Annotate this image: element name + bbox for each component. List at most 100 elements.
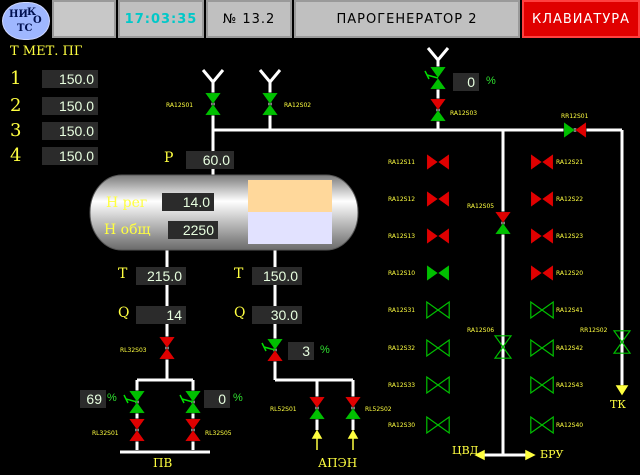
pv-outlet: ПВ (153, 456, 173, 470)
valve-label-ra12s11: RA12S11 (388, 159, 416, 166)
top-reg-percent: 0 (453, 73, 479, 91)
valve-ra12s30[interactable] (426, 415, 450, 435)
h-total-value: 2250 (168, 221, 218, 239)
valve-label-ra12s03: RA12S03 (450, 110, 478, 117)
valve-label-ra12s30: RA12S30 (388, 422, 416, 429)
keyboard-button[interactable]: КЛАВИАТУРА (522, 0, 640, 38)
pv-left-percent-unit: % (107, 392, 117, 404)
valve-rr12s02[interactable] (612, 330, 632, 354)
valve-ra12s22[interactable] (530, 190, 554, 208)
right-q-value: 30.0 (252, 306, 302, 324)
valve-label-ra12s41: RA12S41 (556, 307, 584, 314)
valve-label-rl32s01: RL32S01 (92, 430, 119, 437)
valve-ra12s42[interactable] (530, 338, 554, 358)
pv-right-percent: 0 (204, 390, 230, 408)
valve-ra12s33[interactable] (426, 375, 450, 395)
valve-ra12s03[interactable] (429, 98, 447, 122)
valve-label-rl52s02: RL52S02 (365, 406, 392, 413)
valve-label-ra12s20: RA12S20 (556, 270, 584, 277)
valve-ra12s02[interactable] (261, 92, 279, 116)
metal-temp-title: Т МЕТ. ПГ (10, 44, 83, 59)
valve-label-ra12s01: RA12S01 (166, 102, 194, 109)
valve-label-ra12s12: RA12S12 (388, 196, 416, 203)
right-t-value: 150.0 (252, 267, 302, 285)
valve-rr12s01[interactable] (563, 121, 587, 139)
valve-rl32s05[interactable] (184, 418, 202, 442)
logo-text-1: НИ (9, 9, 28, 20)
valve-label-ra12s32: RA12S32 (388, 345, 416, 352)
left-q-value: 14 (136, 306, 186, 324)
logo-text-2: ТС (17, 23, 33, 34)
pressure-label: Р (164, 150, 174, 166)
valve-ra12s11[interactable] (426, 153, 450, 171)
h-total-label: Н общ (104, 222, 151, 238)
valve-label-ra12s21: RA12S21 (556, 159, 584, 166)
pv-right-percent-unit: % (233, 392, 243, 404)
valve-label-ra12s06: RA12S06 (467, 327, 495, 334)
logo-text-k: К (27, 7, 37, 18)
logo-text-o: О (33, 15, 42, 26)
h-reg-label: Н рег (106, 195, 148, 211)
valve-ra12s40[interactable] (530, 415, 554, 435)
clock-display: 17:03:35 (118, 0, 204, 38)
valve-ra12s01[interactable] (204, 92, 222, 116)
metal-index-2: 2 (10, 95, 22, 116)
valve-topreg[interactable] (424, 66, 447, 90)
steam-zone (248, 180, 332, 212)
tk-outlet: ТК (610, 398, 626, 411)
blank-button[interactable] (52, 0, 116, 38)
valve-ra12s20[interactable] (530, 264, 554, 282)
valve-label-ra12s42: RA12S42 (556, 345, 584, 352)
valve-ra12s10[interactable] (426, 264, 450, 282)
cvd-outlet: ЦВД (452, 444, 479, 457)
page-title: ПАРОГЕНЕРАТОР 2 (294, 0, 520, 38)
valve-ra12s13[interactable] (426, 227, 450, 245)
right-q-label: Q (234, 305, 246, 321)
vessel (89, 174, 359, 251)
valve-label-rr12s02: RR12S02 (580, 327, 608, 334)
valve-label-ra12s02: RA12S02 (284, 102, 312, 109)
valve-rl52s01[interactable] (308, 396, 326, 420)
valve-label-ra12s23: RA12S23 (556, 233, 584, 240)
valve-ra12s43[interactable] (530, 375, 554, 395)
metal-temp-3: 150.0 (42, 122, 98, 140)
logo: НИ К О ТС (2, 2, 50, 40)
valve-ra12s21[interactable] (530, 153, 554, 171)
metal-temp-4: 150.0 (42, 147, 98, 165)
valve-rl52s02[interactable] (344, 396, 362, 420)
valve-pvr[interactable] (179, 390, 202, 414)
valve-ra12s23[interactable] (530, 227, 554, 245)
feed-valve-percent-unit: % (320, 344, 330, 356)
valve-label-rl52s01: RL52S01 (270, 406, 297, 413)
valve-ra12s31[interactable] (426, 300, 450, 320)
valve-ra12s05[interactable] (494, 211, 512, 235)
valve-label-ra12s40: RA12S40 (556, 422, 584, 429)
valve-rl32s01[interactable] (128, 418, 146, 442)
arrows (311, 385, 629, 461)
valve-ra12s32[interactable] (426, 338, 450, 358)
valve-ra12s06[interactable] (493, 335, 513, 359)
valve-ra12s41[interactable] (530, 300, 554, 320)
valve-label-rr12s01: RR12S01 (561, 113, 589, 120)
metal-temp-2: 150.0 (42, 97, 98, 115)
metal-index-4: 4 (10, 145, 22, 166)
valve-rl32s03[interactable] (158, 336, 176, 360)
h-reg-value: 14.0 (162, 193, 214, 211)
valve-ra12s12[interactable] (426, 190, 450, 208)
water-zone (248, 212, 332, 244)
valve-label-rl32s03: RL32S03 (120, 347, 147, 354)
pv-left-percent: 69 (80, 390, 106, 408)
left-t-label: Т (118, 266, 128, 282)
apen-outlet: АПЭН (318, 456, 358, 470)
y-inlets (201, 47, 450, 90)
valve-label-rl32s05: RL32S05 (205, 430, 232, 437)
feed-valve-percent: 3 (288, 342, 314, 360)
valves (123, 66, 632, 442)
metal-index-3: 3 (10, 120, 22, 141)
left-q-label: Q (118, 305, 130, 321)
bru-outlet: БРУ (540, 448, 564, 461)
valve-pvl[interactable] (123, 390, 146, 414)
valve-feedreg[interactable] (261, 338, 284, 362)
